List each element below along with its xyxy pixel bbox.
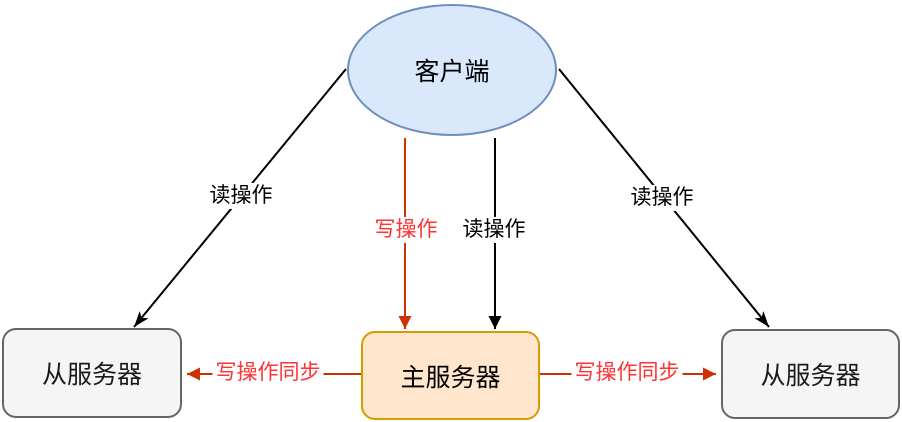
node-slave-right: 从服务器	[721, 329, 900, 419]
edge-label-sync-left: 写操作同步	[212, 359, 324, 387]
node-client: 客户端	[347, 4, 557, 136]
edge-label-read-left: 读操作	[206, 182, 276, 210]
node-master: 主服务器	[361, 331, 540, 420]
node-client-label: 客户端	[414, 58, 490, 86]
node-master-label: 主服务器	[400, 363, 501, 392]
edge-label-read-right: 读操作	[627, 184, 697, 212]
edge-label-read-center: 读操作	[459, 216, 529, 244]
edge-label-write-center: 写操作	[371, 216, 441, 244]
node-slave-left: 从服务器	[2, 328, 182, 418]
node-slave-left-label: 从服务器	[41, 361, 142, 389]
node-slave-right-label: 从服务器	[760, 362, 861, 390]
edge-label-sync-right: 写操作同步	[571, 359, 683, 387]
